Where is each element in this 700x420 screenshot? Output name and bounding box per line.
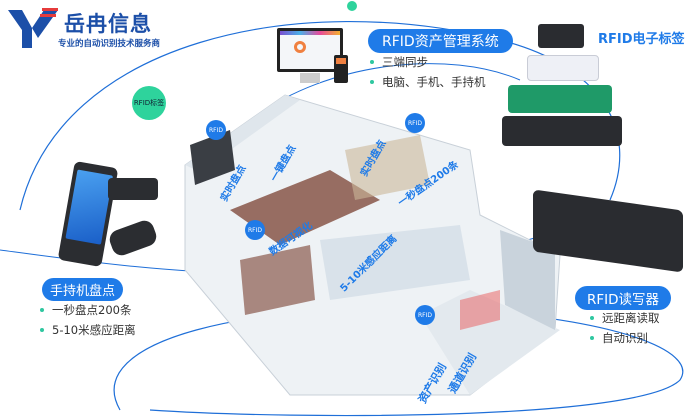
- logo: 岳冉信息 专业的自动识别技术服务商: [8, 6, 188, 54]
- reader-title: RFID读写器: [575, 286, 672, 310]
- system-bullets: 三端同步 电脑、手机、手持机: [370, 52, 486, 92]
- system-bullet: 电脑、手机、手持机: [370, 72, 486, 92]
- logo-y-icon: [8, 8, 58, 48]
- tag-white: [527, 55, 599, 81]
- rfid-bubble: RFID: [245, 220, 265, 240]
- tag-green: [508, 85, 612, 113]
- reader-bullet: 自动识别: [590, 328, 660, 348]
- monitor-stand: [300, 73, 320, 83]
- phone-icon: [334, 55, 348, 83]
- rfid-bubble: RFID: [405, 113, 425, 133]
- reader-bullet: 远距离读取: [590, 308, 660, 328]
- reader-bullets: 远距离读取 自动识别: [590, 308, 660, 348]
- monitor-icon: [277, 28, 343, 72]
- rfid-tag-badge: RFID标签: [132, 86, 166, 120]
- rfid-bubble: RFID: [415, 305, 435, 325]
- handheld-antenna: [108, 178, 158, 200]
- tag-black-large: [502, 116, 622, 146]
- tags-title: RFID电子标签: [598, 32, 685, 47]
- system-title: RFID资产管理系统: [368, 29, 513, 53]
- handheld-bullets: 一秒盘点200条 5-10米感应距离: [40, 300, 136, 340]
- brand-tagline: 专业的自动识别技术服务商: [58, 39, 161, 49]
- handheld-bullet: 5-10米感应距离: [40, 320, 136, 340]
- brand-name: 岳冉信息: [64, 12, 152, 36]
- handheld-bullet: 一秒盘点200条: [40, 300, 136, 320]
- handheld-title: 手持机盘点: [42, 278, 124, 301]
- tag-black-small: [538, 24, 584, 48]
- rfid-bubble: RFID: [206, 120, 226, 140]
- system-bullet: 三端同步: [370, 52, 486, 72]
